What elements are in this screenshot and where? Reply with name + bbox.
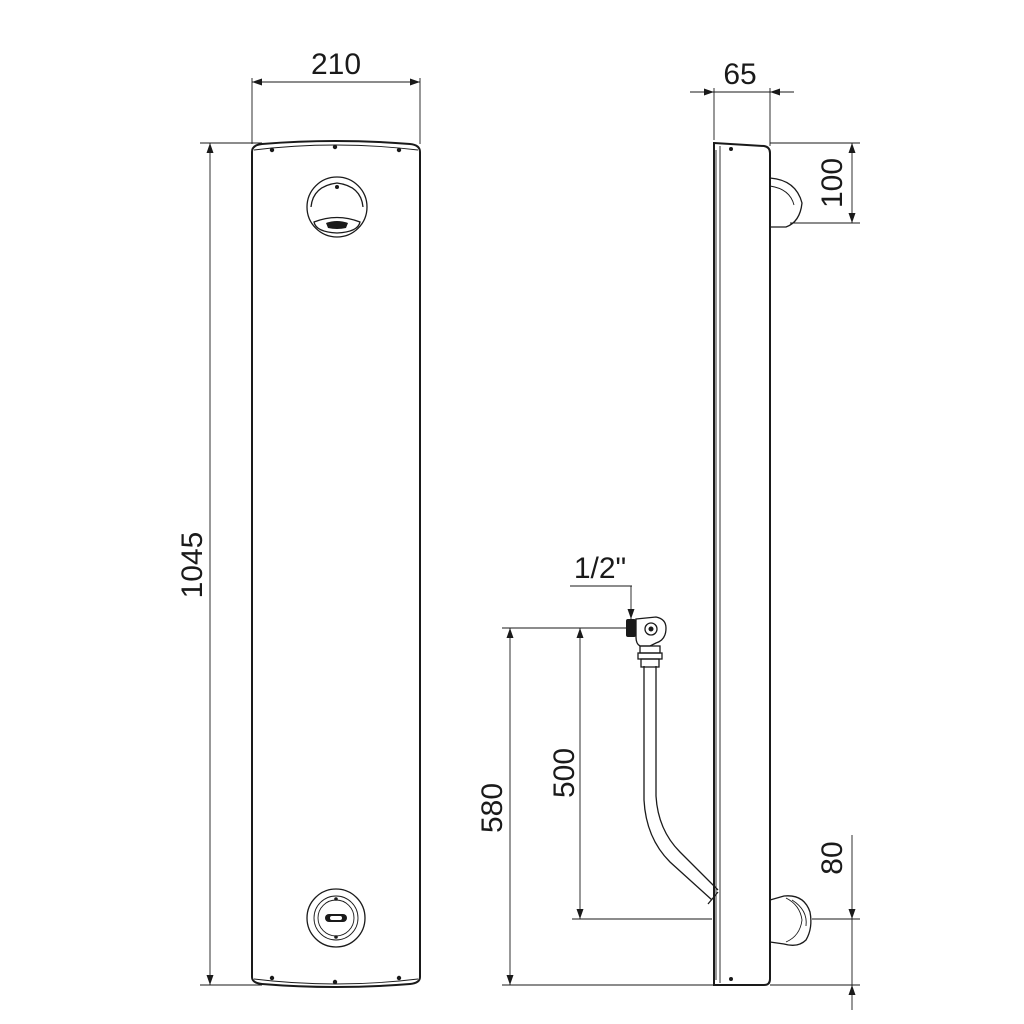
height-580-label: 580 [476, 783, 509, 833]
push-button [306, 888, 366, 948]
dimension-500: 500 [548, 628, 712, 920]
dimension-height: 1045 [176, 142, 262, 986]
dimension-depth: 65 [690, 58, 794, 146]
shower-head [306, 176, 368, 238]
side-shower-head [769, 177, 803, 228]
button-label: 80 [816, 841, 849, 874]
dimension-580: 580 [476, 627, 714, 986]
height-label: 1045 [176, 532, 209, 599]
front-view: 210 1045 [176, 48, 421, 988]
front-panel-outline [251, 140, 421, 988]
head-label: 100 [816, 158, 849, 208]
supply-hose [643, 666, 719, 905]
width-label: 210 [311, 48, 361, 81]
depth-label: 65 [723, 58, 756, 91]
dimension-inlet: 1/2" [570, 552, 635, 619]
side-push-button [769, 895, 812, 946]
elbow-fitting [626, 616, 667, 668]
height-500-label: 500 [548, 748, 581, 798]
dimension-button: 80 [770, 835, 860, 1010]
dimension-head: 100 [770, 142, 860, 224]
side-view: 65 100 80 1/2" 580 [476, 58, 860, 1010]
inlet-label: 1/2" [574, 552, 626, 585]
side-panel-outline [713, 141, 771, 986]
dimension-width: 210 [251, 48, 421, 144]
